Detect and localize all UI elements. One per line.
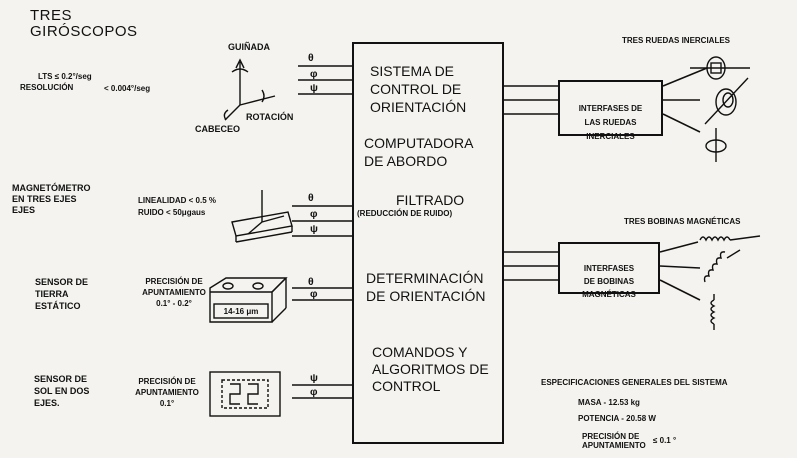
gyro-yaw-label: GUIÑADA <box>228 42 270 52</box>
attitude-determination-label: DETERMINACIÓN DE ORIENTACIÓN <box>366 270 486 304</box>
earth-signal-theta: θ <box>308 276 314 288</box>
gyro-spec-res-value: < 0.004°/seg <box>104 84 151 93</box>
attitude-control-label: SISTEMA DE CONTROL DE ORIENTACIÓN <box>370 63 467 115</box>
magnetometer-title: MAGNETÓMETRO EN TRES EJES EJES <box>12 183 91 215</box>
gyro-axes-icon <box>223 58 276 121</box>
specs-mass: MASA - 12.53 kg <box>578 398 640 407</box>
wheel-line-1 <box>662 67 708 87</box>
coils-interface-box: INTERFASES DE BOBINAS MAGNÉTICAS <box>558 242 660 299</box>
wheels-interface-box: INTERFASES DE LAS RUEDAS INERCIALES <box>558 80 663 141</box>
coil-line-2 <box>659 265 701 269</box>
gyro-pitch-label: CABECEO <box>195 124 241 134</box>
magnetometer-noise: RUIDO < 50μgaus <box>138 208 206 217</box>
earth-sensor-band: 14-16 μm <box>223 307 259 316</box>
earth-sensor-title: SENSOR DE TIERRA ESTÁTICO <box>35 277 89 311</box>
specs-power: POTENCIA - 20.58 W <box>578 414 656 423</box>
earth-signal-phi: φ <box>310 288 318 300</box>
coils-interface-label: INTERFASES DE BOBINAS MAGNÉTICAS <box>582 264 636 299</box>
magnetometer-linearity: LINEALIDAD < 0.5 % <box>138 196 217 205</box>
magnetometer-board-icon <box>231 190 293 243</box>
inertial-wheels-icon <box>690 56 750 162</box>
coil-line-3 <box>659 279 701 301</box>
mag-signal-psi: ψ <box>310 223 318 235</box>
gyros-title: TRES GIRÓSCOPOS <box>30 7 138 40</box>
onboard-computer-label: COMPUTADORA DE ABORDO <box>364 135 474 169</box>
specs-title: ESPECIFICACIONES GENERALES DEL SISTEMA <box>541 378 728 387</box>
noise-reduction-label: (REDUCCIÓN DE RUIDO) <box>357 209 453 218</box>
sun-sensor-precision: PRECISIÓN DE APUNTAMIENTO 0.1° <box>135 377 199 408</box>
coils-title: TRES BOBINAS MAGNÉTICAS <box>624 217 741 226</box>
sun-sensor-title: SENSOR DE SOL EN DOS EJES. <box>34 374 90 408</box>
gyro-spec-lts: LTS ≤ 0.2°/seg <box>38 72 92 81</box>
filtering-label: FILTRADO <box>396 192 465 208</box>
wheels-title: TRES RUEDAS INERCIALES <box>622 36 731 45</box>
earth-sensor-precision: PRECISIÓN DE APUNTAMIENTO 0.1° - 0.2° <box>142 277 206 308</box>
commands-algorithms-label: COMANDOS Y ALGORITMOS DE CONTROL <box>372 344 489 394</box>
gyro-spec-res-label: RESOLUCIÓN <box>20 83 74 92</box>
gyro-signal-psi: ψ <box>310 82 318 94</box>
sun-signal-phi: φ <box>310 386 318 398</box>
mag-signal-phi: φ <box>310 208 318 220</box>
gyro-signal-phi: φ <box>310 68 318 80</box>
coil-line-1 <box>659 241 699 253</box>
specs-precision-value: ≤ 0.1 ° <box>653 436 677 445</box>
earth-sensor-icon <box>209 277 288 323</box>
sun-sensor-icon <box>209 371 281 417</box>
wheel-line-3 <box>662 113 701 133</box>
onboard-computer-box <box>352 42 504 444</box>
gyro-roll-label: ROTACIÓN <box>246 112 294 122</box>
gyro-signal-theta: θ <box>308 52 314 64</box>
sun-signal-psi: ψ <box>310 372 318 384</box>
magnetic-coils-icon <box>699 235 761 330</box>
specs-precision-label: PRECISIÓN DE APUNTAMIENTO <box>582 432 646 450</box>
wheels-interface-label: INTERFASES DE LAS RUEDAS INERCIALES <box>578 104 643 141</box>
mag-signal-theta: θ <box>308 192 314 204</box>
